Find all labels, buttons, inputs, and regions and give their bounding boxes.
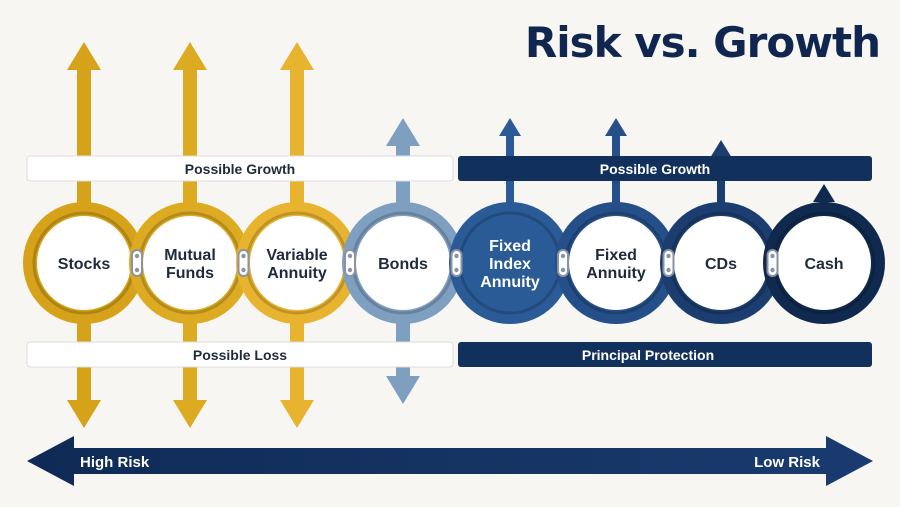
chain-link-dot	[560, 253, 566, 259]
fixed-annuity-label-line: Annuity	[586, 265, 646, 282]
chain-link-dot	[454, 253, 459, 259]
chain-link	[237, 249, 250, 277]
mutual-funds-growth-arrow	[173, 42, 207, 263]
possible-growth-label-left: Possible Growth	[185, 161, 295, 177]
variable-annuity-label-line: Variable	[266, 247, 327, 264]
chain-link	[766, 249, 779, 277]
bonds-label-line: Bonds	[378, 256, 428, 273]
low-risk-label: Low Risk	[754, 454, 821, 471]
chain-link	[557, 249, 569, 277]
page-title: Risk vs. Growth	[524, 18, 881, 67]
chain-link-dot	[770, 267, 775, 273]
possible-loss-band	[26, 341, 454, 368]
chain-link-dot	[666, 253, 671, 259]
cds-label-line: CDs	[705, 256, 737, 273]
possible-loss-label: Possible Loss	[193, 347, 287, 363]
chain-link	[344, 249, 356, 277]
fixed-index-annuity-label-line: Index	[489, 256, 531, 273]
chain-link-dot	[241, 253, 246, 259]
risk-scale-arrow	[27, 436, 873, 486]
chain-link-dot	[134, 253, 140, 259]
high-risk-label: High Risk	[80, 454, 150, 471]
mutual-funds-center	[143, 216, 237, 310]
mutual-funds-label-line: Funds	[166, 265, 214, 282]
chain-link-dot	[770, 253, 775, 259]
fixed-annuity-label-line: Fixed	[595, 247, 637, 264]
stocks-growth-arrow	[67, 42, 101, 263]
fixed-index-annuity-growth-arrow	[499, 118, 521, 263]
chain-link	[131, 249, 143, 277]
bonds-center	[356, 216, 450, 310]
bonds-label: Bonds	[378, 256, 428, 273]
chain-link-dot	[666, 267, 671, 273]
fixed-index-annuity-label-line: Fixed	[489, 238, 531, 255]
chain-link	[450, 249, 463, 277]
chain-link	[662, 249, 675, 277]
stocks-label-line: Stocks	[58, 256, 111, 273]
bonds-loss-arrow	[386, 263, 420, 404]
stocks-label: Stocks	[58, 256, 111, 273]
cds-label: CDs	[705, 256, 737, 273]
chain-link-dot	[134, 267, 140, 273]
cash-label-line: Cash	[804, 256, 843, 273]
stocks-center	[37, 216, 131, 310]
fixed-annuity-center	[569, 216, 663, 310]
variable-annuity-growth-arrow	[280, 42, 314, 263]
possible-growth-band-left	[26, 155, 454, 182]
bonds-growth-arrow	[386, 118, 420, 263]
cash-center	[777, 216, 871, 310]
cds-growth-arrow	[710, 140, 732, 263]
fixed-annuity-growth-arrow	[605, 118, 627, 263]
possible-growth-label-right: Possible Growth	[600, 161, 710, 177]
chain-link-dot	[454, 267, 459, 273]
risk-scale: High Risk Low Risk	[27, 436, 873, 486]
chain-links	[131, 249, 779, 277]
principal-protection-label: Principal Protection	[582, 347, 714, 363]
chain-link-dot	[347, 253, 353, 259]
principal-protection-band	[458, 342, 872, 367]
fixed-index-annuity-center	[463, 216, 557, 310]
chain-link-dot	[241, 267, 246, 273]
chain-link-dot	[560, 267, 566, 273]
variable-annuity-center	[250, 216, 344, 310]
cash-label: Cash	[804, 256, 843, 273]
variable-annuity-label-line: Annuity	[267, 265, 327, 282]
fixed-index-annuity-label-line: Annuity	[480, 274, 540, 291]
mutual-funds-label-line: Mutual	[164, 247, 216, 264]
chain-link-dot	[347, 267, 353, 273]
possible-growth-band-right	[458, 156, 872, 181]
cds-center	[674, 216, 768, 310]
